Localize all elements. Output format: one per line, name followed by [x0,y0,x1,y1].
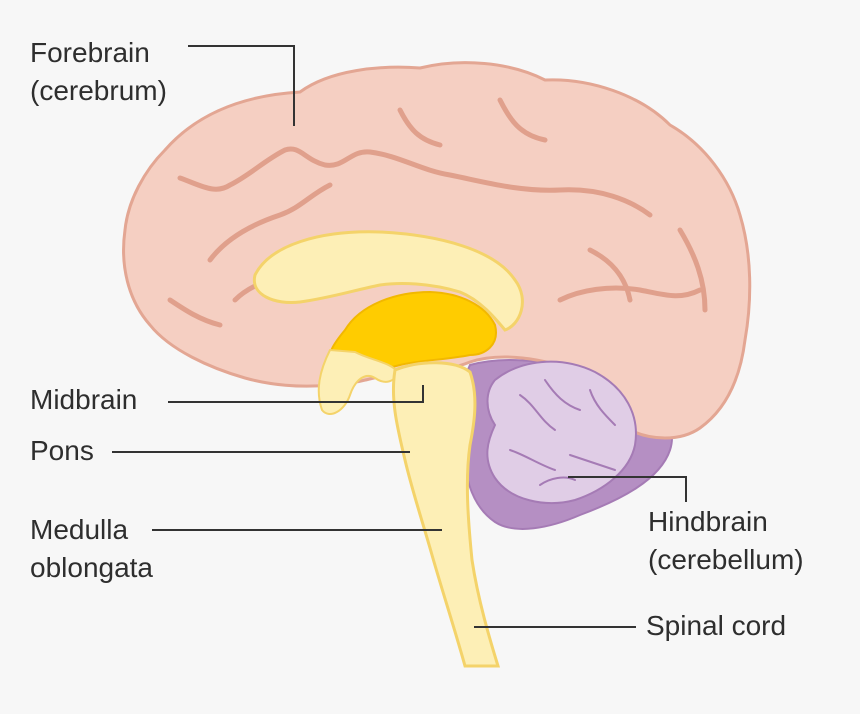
label-forebrain-line1: Forebrain [30,37,150,68]
label-midbrain-text: Midbrain [30,384,138,415]
label-pons: Pons [30,432,94,470]
label-medulla-oblongata: Medulla oblongata [30,511,153,587]
cerebellum-folia [509,379,616,486]
label-forebrain-line2: (cerebrum) [30,75,167,106]
leader-hindbrain [568,476,687,502]
label-medulla-line1: Medulla [30,514,129,545]
cerebellum-inner [486,360,637,504]
leader-midbrain [168,385,424,403]
label-medulla-line2: oblongata [30,552,154,583]
cerebral-gyri [167,97,708,328]
label-pons-text: Pons [30,435,94,466]
label-spinal-cord-text: Spinal cord [646,610,787,641]
label-hindbrain: Hindbrain (cerebellum) [648,503,804,579]
label-forebrain: Forebrain (cerebrum) [30,34,167,110]
leader-forebrain [188,45,295,126]
label-spinal-cord: Spinal cord [646,607,786,645]
label-hindbrain-line2: (cerebellum) [648,544,804,575]
corpus-callosum [252,230,524,332]
label-midbrain: Midbrain [30,381,137,419]
label-hindbrain-line1: Hindbrain [648,506,768,537]
leader-lines [112,45,687,628]
